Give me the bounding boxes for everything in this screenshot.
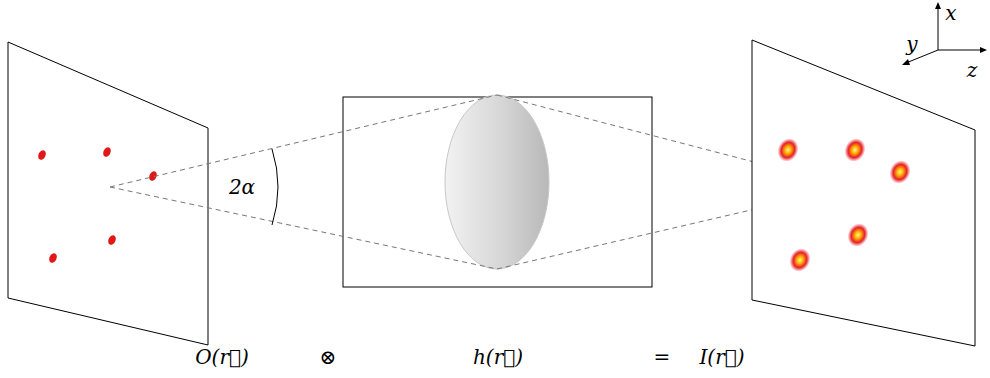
lens bbox=[445, 95, 549, 269]
blurred-image-spots bbox=[774, 135, 914, 275]
axis-label: z bbox=[967, 59, 978, 81]
marginal-rays bbox=[110, 95, 850, 269]
axis-label: x bbox=[945, 2, 956, 24]
image-plane bbox=[752, 40, 975, 346]
point-sources bbox=[37, 146, 159, 264]
aperture-angle-arc bbox=[272, 149, 278, 225]
object-function-label: O(r⃗) bbox=[195, 346, 249, 368]
image-function-label: I(r⃗) bbox=[699, 346, 744, 368]
coordinate-axes bbox=[902, 2, 987, 65]
equals-sign: = bbox=[654, 346, 671, 368]
psf-label: h(r⃗) bbox=[473, 346, 523, 368]
axis-label: y bbox=[906, 33, 917, 55]
object-plane bbox=[8, 42, 208, 345]
angle-label: 2α bbox=[229, 176, 255, 198]
convolution-symbol: ⊗ bbox=[320, 346, 337, 368]
